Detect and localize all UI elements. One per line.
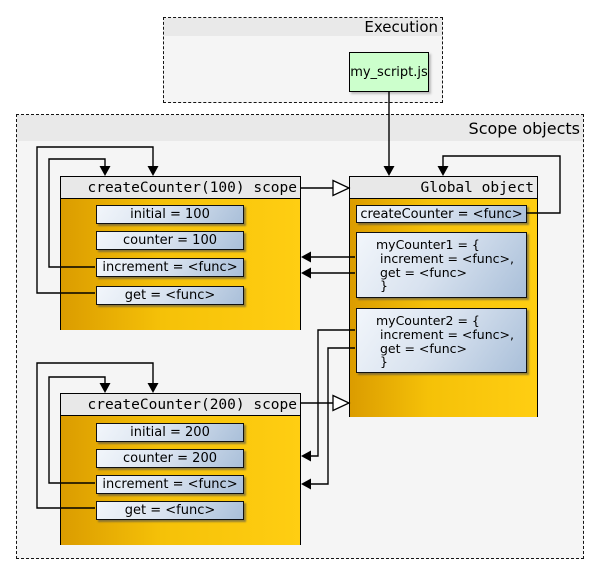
global-var-mycounter2: myCounter2 = { increment = <func>, get =… xyxy=(356,308,527,373)
execution-panel-header: Execution xyxy=(164,18,442,36)
scope-objects-panel-header: Scope objects xyxy=(17,115,583,141)
global-var-createcounter: createCounter = <func> xyxy=(356,205,527,223)
script-file-box: my_script.js xyxy=(349,52,429,92)
scope200-var-get: get = <func> xyxy=(96,501,244,520)
global-object-body: createCounter = <func> myCounter1 = { in… xyxy=(350,199,537,417)
scope100-body: initial = 100 counter = 100 increment = … xyxy=(61,199,300,330)
scope200-var-initial: initial = 200 xyxy=(96,423,244,442)
global-object-box: Global object createCounter = <func> myC… xyxy=(349,176,538,417)
scope200-header: createCounter(200) scope xyxy=(61,394,300,416)
scope200-var-counter: counter = 200 xyxy=(96,449,244,468)
global-var-mycounter1: myCounter1 = { increment = <func>, get =… xyxy=(356,232,527,298)
scope100-var-counter: counter = 100 xyxy=(96,231,244,250)
scope100-title: createCounter(100) scope xyxy=(87,179,297,196)
global-object-title: Global object xyxy=(420,179,535,196)
execution-title: Execution xyxy=(364,18,438,36)
scope200-body: initial = 200 counter = 200 increment = … xyxy=(61,416,300,545)
scope200-var-increment: increment = <func> xyxy=(96,475,244,494)
scope100-var-increment: increment = <func> xyxy=(96,258,244,277)
script-file-label: my_script.js xyxy=(350,64,428,80)
scope200-title: createCounter(200) scope xyxy=(87,396,297,413)
scope100-var-initial: initial = 100 xyxy=(96,205,244,224)
scope100-var-get: get = <func> xyxy=(96,286,244,305)
scope100-box: createCounter(100) scope initial = 100 c… xyxy=(60,176,301,330)
global-object-header: Global object xyxy=(350,177,537,199)
scope-objects-title: Scope objects xyxy=(468,118,580,138)
scope200-box: createCounter(200) scope initial = 200 c… xyxy=(60,393,301,545)
scope100-header: createCounter(100) scope xyxy=(61,177,300,199)
